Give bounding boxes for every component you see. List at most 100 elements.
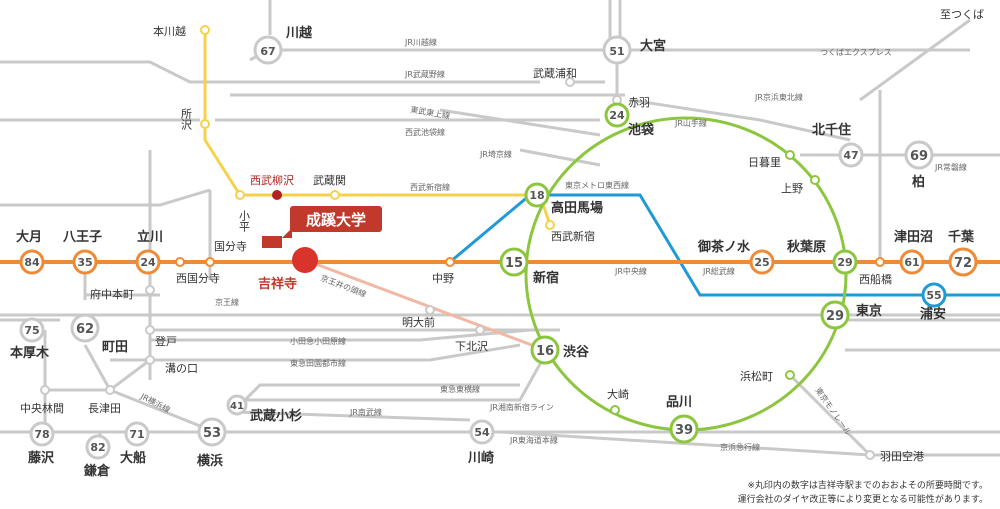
svg-text:武蔵小杉: 武蔵小杉 [250, 408, 302, 424]
time-node-kawagoe: 67 川越 [253, 25, 313, 65]
svg-text:高田馬場: 高田馬場 [551, 200, 603, 216]
time-node-honatsugi: 75 本厚木 [10, 317, 50, 361]
svg-text:51: 51 [609, 45, 624, 58]
time-node-shibuya: 16 渋谷 [530, 335, 590, 365]
time-node-shinjuku: 15 新宿 [499, 247, 559, 286]
time-node-kamakura: 82 鎌倉 [83, 434, 111, 479]
svg-text:69: 69 [910, 149, 928, 164]
line-label: JR武蔵野線 [404, 69, 445, 79]
line-label: 西武新宿線 [410, 182, 450, 192]
time-node-kawasaki: 54 川崎 [467, 419, 495, 466]
time-node-urayasu: 55 浦安 [920, 282, 947, 322]
station-labels: 本川越 所沢 小平 武蔵関 国分寺 西国分寺 府中本町 中野 明大前 下北沢 西… [20, 8, 984, 463]
line-label: 西武池袋線 [405, 127, 445, 137]
seibu-line [203, 30, 540, 197]
station-label: 武蔵浦和 [533, 67, 577, 80]
line-label: 東京メトロ東西線 [565, 180, 629, 190]
time-node-tachikawa: 24 立川 [135, 229, 163, 275]
svg-text:鎌倉: 鎌倉 [83, 463, 111, 479]
time-node-tokyo: 29 東京 [820, 300, 882, 330]
svg-text:35: 35 [77, 256, 92, 269]
svg-text:大船: 大船 [120, 450, 146, 466]
time-node-tsudanuma: 61 津田沼 [894, 229, 933, 275]
svg-text:横浜: 横浜 [197, 453, 223, 469]
svg-text:84: 84 [24, 256, 40, 269]
university-logo: 成蹊大学 [262, 206, 382, 248]
line-label: JR京浜東北線 [754, 92, 803, 102]
station-label: 赤羽 [628, 96, 650, 109]
svg-text:浦安: 浦安 [920, 306, 946, 322]
station-label: 大崎 [607, 387, 629, 401]
station-label: 中野 [432, 272, 454, 285]
svg-text:16: 16 [536, 344, 554, 359]
svg-text:61: 61 [904, 256, 919, 269]
svg-text:川崎: 川崎 [467, 450, 494, 466]
time-node-hachioji: 35 八王子 [62, 230, 102, 275]
line-label: 東京モノレール [813, 385, 853, 437]
time-node-chiba: 72 千葉 [948, 229, 978, 277]
home-station-marker [292, 247, 318, 273]
time-node-akihabara: 29 秋葉原 [787, 239, 858, 275]
station-label: 西武新宿 [551, 229, 595, 243]
svg-text:新宿: 新宿 [533, 270, 559, 286]
svg-text:71: 71 [129, 428, 144, 441]
time-nodes: 84 大月 35 八王子 24 立川 67 川越 51 大宮 24 池袋 [10, 25, 978, 479]
line-label: JR中央線 [614, 266, 647, 276]
line-label: JR山手線 [674, 118, 707, 128]
line-label: JR常磐線 [934, 162, 967, 172]
svg-text:25: 25 [754, 256, 769, 269]
time-node-ome: 84 大月 [16, 229, 45, 275]
station-label: 至つくば [940, 8, 984, 21]
footnote-line1: ※丸印内の数字は吉祥寺駅までのおおよその所要時間です。 [747, 479, 988, 491]
svg-text:川越: 川越 [285, 25, 313, 41]
line-label: JR東海道本線 [509, 435, 558, 445]
line-label: 東急田園都市線 [290, 358, 346, 368]
line-label: 東急東横線 [440, 384, 480, 394]
time-node-ofuna: 71 大船 [120, 421, 150, 466]
svg-text:本厚木: 本厚木 [10, 345, 50, 361]
keio-inokashira-line [304, 258, 546, 352]
svg-text:15: 15 [505, 256, 523, 271]
line-label: JR南武線 [349, 407, 382, 417]
svg-text:72: 72 [954, 256, 972, 271]
grey-lines [0, 0, 1000, 457]
svg-text:82: 82 [90, 441, 105, 454]
svg-text:54: 54 [474, 426, 490, 439]
line-label: 東武東上線 [410, 104, 451, 121]
station-label: 中央林間 [20, 401, 64, 415]
time-node-machida: 62 町田 [70, 313, 128, 355]
time-node-ochanomizu: 25 御茶ノ水 [697, 239, 775, 275]
seibu-yagisawa-station [272, 190, 282, 200]
station-label: 国分寺 [214, 240, 247, 253]
svg-text:大月: 大月 [16, 229, 42, 245]
svg-text:大宮: 大宮 [640, 38, 666, 54]
line-label: JR湘南新宿ライン [489, 402, 554, 412]
station-label: 長津田 [88, 402, 121, 415]
line-label: JR川越線 [404, 37, 437, 47]
svg-text:北千住: 北千住 [812, 122, 851, 138]
time-node-kitasenju: 47 北千住 [812, 122, 864, 168]
time-node-yokohama: 53 横浜 [197, 417, 227, 469]
svg-text:24: 24 [609, 109, 625, 122]
svg-text:67: 67 [260, 45, 275, 58]
svg-text:41: 41 [230, 401, 244, 412]
line-label: つくばエクスプレス [820, 48, 892, 57]
station-label: 溝の口 [165, 362, 198, 375]
tozai-line [449, 193, 1000, 297]
svg-text:53: 53 [203, 426, 221, 441]
svg-text:24: 24 [140, 256, 156, 269]
line-label: 京王井の頭線 [319, 273, 367, 300]
svg-text:池袋: 池袋 [628, 122, 655, 138]
svg-text:47: 47 [843, 149, 858, 162]
station-label: 本川越 [153, 24, 186, 38]
svg-text:55: 55 [926, 289, 941, 302]
svg-text:津田沼: 津田沼 [894, 229, 933, 245]
svg-text:秋葉原: 秋葉原 [787, 239, 826, 255]
svg-text:立川: 立川 [137, 229, 163, 245]
time-node-shinagawa: 39 品川 [666, 395, 699, 444]
svg-text:藤沢: 藤沢 [28, 450, 55, 466]
svg-text:柏: 柏 [912, 174, 925, 190]
svg-text:八王子: 八王子 [62, 230, 102, 245]
line-label: 小田急小田原線 [290, 336, 346, 346]
station-label: 浜松町 [740, 369, 773, 383]
